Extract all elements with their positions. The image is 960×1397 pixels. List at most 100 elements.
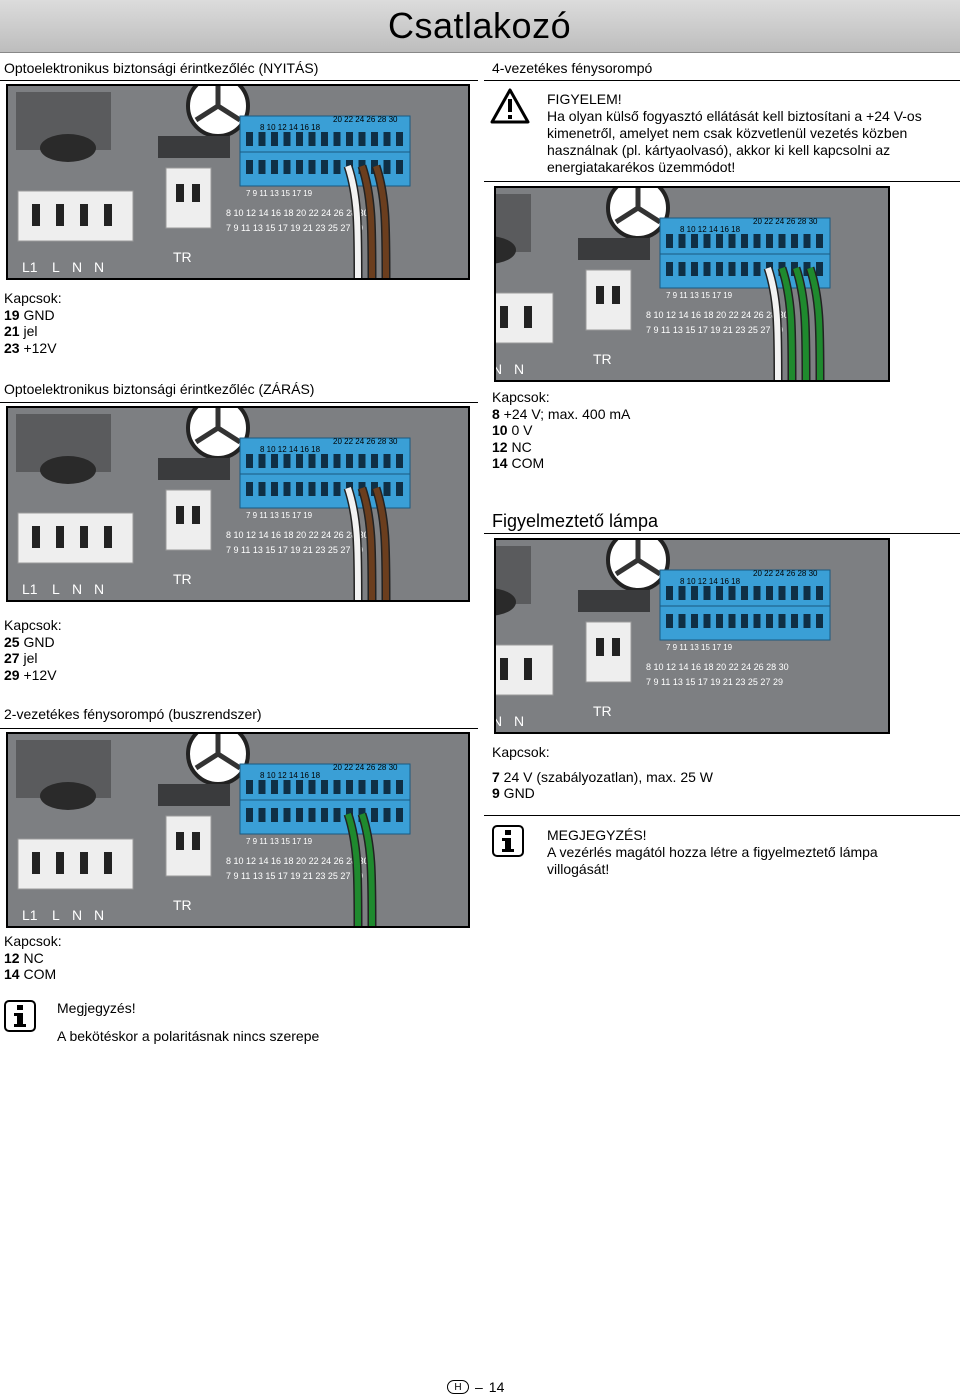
terminal-numbers: 20 22 24 26 28 30 xyxy=(333,437,398,446)
terminal-line: 10 0 V xyxy=(492,422,533,438)
terminal-line: 21 jel xyxy=(4,323,38,339)
terminal-numbers: 8 10 12 14 16 18 xyxy=(680,577,741,586)
screw-terminal xyxy=(678,262,686,276)
warning-icon xyxy=(490,88,530,129)
board-label: 7 9 11 13 15 17 19 21 23 25 27 29 xyxy=(646,325,783,335)
screw-terminal xyxy=(371,808,378,822)
mains-label: N xyxy=(94,259,104,275)
screw-terminal xyxy=(816,262,823,276)
terminals-label: Kapcsok: xyxy=(4,290,62,306)
screw-terminal xyxy=(258,482,266,496)
tr-label: TR xyxy=(173,571,192,587)
terminal-numbers: 20 22 24 26 28 30 xyxy=(333,763,398,772)
screw-terminal xyxy=(308,160,316,174)
screw-terminal xyxy=(258,780,266,794)
screw-terminal xyxy=(258,160,266,174)
screw-terminal xyxy=(691,586,698,600)
terminal-line: 23 +12V xyxy=(4,339,57,356)
screw-terminal xyxy=(258,808,266,822)
mains-label: N xyxy=(94,907,104,923)
capacitor xyxy=(40,782,96,810)
screw-terminal xyxy=(308,808,316,822)
warning-line: használnak (pl. kártyaolvasó), akkor ki … xyxy=(547,142,891,158)
screw-terminal xyxy=(716,234,723,248)
screw-terminal xyxy=(803,614,811,628)
wire xyxy=(345,165,361,278)
tr-label: TR xyxy=(173,249,192,265)
screw-terminal xyxy=(333,160,341,174)
terminals-label: Kapcsok: xyxy=(492,744,550,760)
capacitor xyxy=(496,588,516,616)
header-bar xyxy=(0,0,960,53)
tr-connector xyxy=(165,815,212,877)
screw-terminal xyxy=(308,454,316,468)
mains-pin xyxy=(104,852,112,874)
mains-pin xyxy=(32,526,40,548)
mains-pin xyxy=(104,526,112,548)
screw-terminal xyxy=(321,132,328,146)
screw-terminal xyxy=(246,132,253,146)
terminals-2wire: Kapcsok: 12 NC 14 COM xyxy=(4,933,62,983)
terminal-numbers: 7 9 11 13 15 17 19 xyxy=(246,189,313,198)
note-line: A vezérlés magától hozza létre a figyelm… xyxy=(547,844,878,860)
screw-terminal xyxy=(246,160,253,174)
screw-terminal xyxy=(753,262,761,276)
tr-connector xyxy=(165,167,212,229)
rotary-switch-marks xyxy=(194,86,242,123)
terminals-opening-edge: Kapcsok: 19 GND 21 jel 23 +12V xyxy=(4,290,62,356)
chip xyxy=(158,458,230,480)
mains-label: N xyxy=(496,361,502,377)
terminals-4wire: Kapcsok: 8 +24 V; max. 400 mA 10 0 V 12 … xyxy=(492,389,630,472)
screw-terminal xyxy=(383,454,391,468)
screw-terminal xyxy=(791,614,798,628)
screw-terminal xyxy=(678,234,686,248)
terminal-numbers: 7 9 11 13 15 17 19 xyxy=(246,837,313,846)
screw-terminal xyxy=(283,780,291,794)
screw-terminal xyxy=(716,586,723,600)
warning-box: FIGYELEM! Ha olyan külső fogyasztó ellát… xyxy=(547,91,922,176)
tr-pin xyxy=(596,638,604,656)
screw-terminal xyxy=(803,262,811,276)
mains-pin xyxy=(80,526,88,548)
terminal-line: 19 GND xyxy=(4,306,55,323)
mains-pin xyxy=(524,658,532,680)
screw-terminal xyxy=(728,586,736,600)
note-title: MEGJEGYZÉS! xyxy=(547,827,647,843)
note-box: MEGJEGYZÉS! A vezérlés magától hozza lét… xyxy=(547,827,878,878)
terminals-closing-edge: Kapcsok: 25 GND 27 jel 29 +12V xyxy=(4,617,62,683)
screw-terminal xyxy=(283,482,291,496)
mains-label: N xyxy=(72,581,82,597)
terminals-label: Kapcsok: xyxy=(4,617,62,633)
screw-terminal xyxy=(778,614,786,628)
terminal-numbers: 7 9 11 13 15 17 19 xyxy=(666,291,733,300)
tr-pin xyxy=(192,832,200,850)
screw-terminal xyxy=(258,454,266,468)
terminals-warning-lamp: Kapcsok: 7 24 V (szabályozatlan), max. 2… xyxy=(492,744,713,802)
board-label: 8 10 12 14 16 18 20 22 24 26 28 30 xyxy=(226,208,369,218)
screw-terminal xyxy=(296,808,303,822)
screw-terminal xyxy=(383,780,391,794)
terminals-label: Kapcsok: xyxy=(4,933,62,949)
screw-terminal xyxy=(753,234,761,248)
rotary-switch-marks xyxy=(194,734,242,771)
divider xyxy=(484,815,960,816)
screw-terminal xyxy=(246,780,253,794)
screw-terminal xyxy=(358,780,366,794)
capacitor xyxy=(496,236,516,264)
mains-pin xyxy=(56,204,64,226)
screw-terminal xyxy=(333,132,341,146)
screw-terminal xyxy=(666,586,673,600)
screw-terminal xyxy=(741,586,748,600)
page-number-dash: – xyxy=(475,1379,483,1395)
screw-terminal xyxy=(728,614,736,628)
rotary-switch-marks xyxy=(614,540,662,577)
screw-terminal xyxy=(283,454,291,468)
screw-terminal xyxy=(246,454,253,468)
chip xyxy=(578,238,650,260)
terminal-numbers: 7 9 11 13 15 17 19 xyxy=(246,511,313,520)
terminal-numbers: 8 10 12 14 16 18 xyxy=(680,225,741,234)
terminal-numbers: 8 10 12 14 16 18 xyxy=(260,123,321,132)
